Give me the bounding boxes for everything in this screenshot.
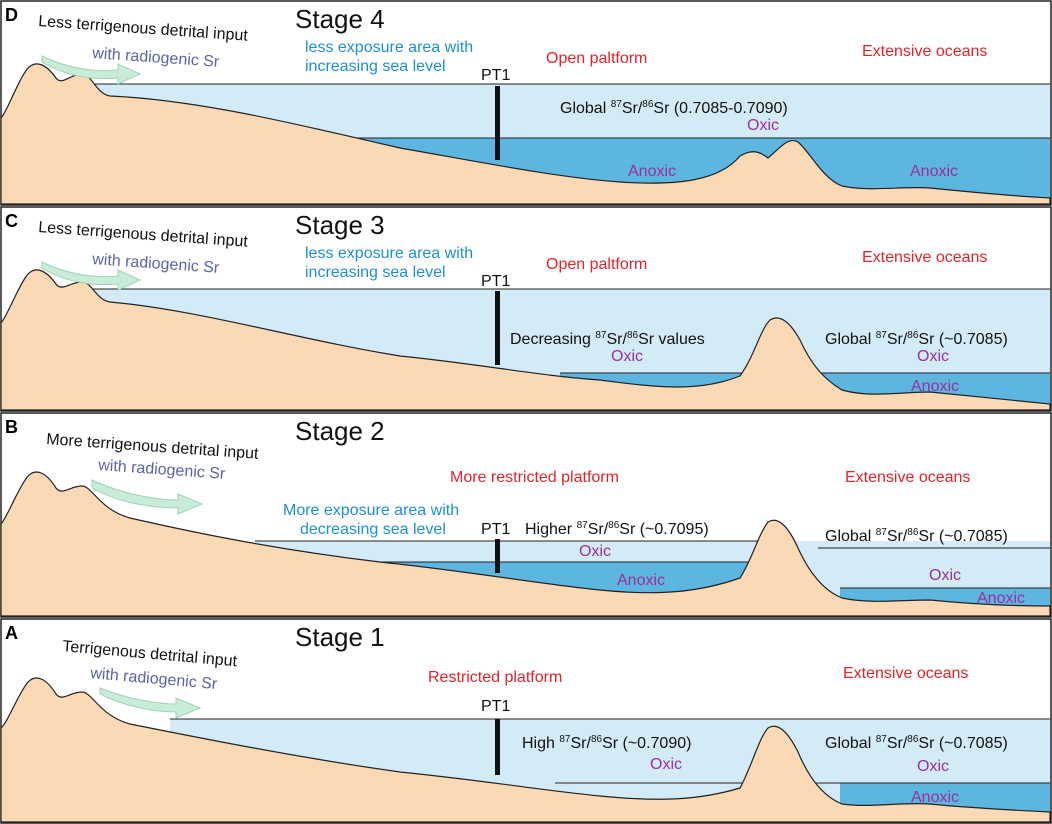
panel-a-ocean-label: Extensive oceans bbox=[843, 665, 968, 682]
panel-c-seafloor bbox=[0, 269, 1051, 411]
panel-b-sr-left-label: Higher 87Sr/86Sr (~0.7095) bbox=[525, 520, 709, 538]
panel-a-oxic-right-label: Oxic bbox=[917, 758, 949, 775]
panel-b-oxic-right-label: Oxic bbox=[929, 567, 961, 584]
pt1-section-marker bbox=[495, 291, 500, 365]
panel-c-oxic-left-label: Oxic bbox=[611, 348, 643, 365]
panel-c-anoxic-right-label: Anoxic bbox=[911, 378, 959, 395]
panel-a: A Stage 1 Terrigenous detrital input wit… bbox=[0, 618, 1052, 824]
panel-d-platform-label: Open paltform bbox=[546, 50, 647, 67]
panel-b-exposure-line2: decreasing sea level bbox=[300, 521, 446, 538]
panel-d-ocean-label: Extensive oceans bbox=[862, 43, 987, 60]
panel-c-ocean-label: Extensive oceans bbox=[862, 249, 987, 266]
panel-c-sr-left-label: Decreasing 87Sr/86Sr values bbox=[510, 330, 705, 348]
panel-a-anoxic-right-label: Anoxic bbox=[911, 789, 959, 806]
panel-d-exposure-line2: increasing sea level bbox=[305, 58, 446, 75]
panel-a-oxic-left-label: Oxic bbox=[650, 756, 682, 773]
panel-b-anoxic-right-label: Anoxic bbox=[977, 590, 1025, 607]
panel-d-pt-label: PT1 bbox=[481, 67, 510, 84]
panel-b-ocean-label: Extensive oceans bbox=[845, 469, 970, 486]
terrigenous-input-arrow bbox=[99, 687, 202, 719]
panel-d-anoxic-left-label: Anoxic bbox=[628, 163, 676, 180]
panel-b-pt-label: PT1 bbox=[481, 521, 510, 538]
terrigenous-input-arrow bbox=[41, 261, 142, 291]
terrigenous-input-arrow bbox=[41, 55, 142, 85]
panel-d-oxic-label: Oxic bbox=[747, 117, 779, 134]
panel-b-stage-title: Stage 2 bbox=[295, 416, 385, 446]
panel-c-exposure-line2: increasing sea level bbox=[305, 264, 446, 281]
panel-a-stage-title: Stage 1 bbox=[295, 622, 385, 652]
panel-a-seafloor bbox=[0, 677, 1051, 823]
panel-c-exposure-line1: less exposure area with bbox=[305, 245, 473, 262]
panel-d-exposure-line1: less exposure area with bbox=[305, 39, 473, 56]
panel-c-platform-label: Open paltform bbox=[546, 256, 647, 273]
panel-c-letter: C bbox=[5, 211, 18, 231]
panel-d-anoxic-right-label: Anoxic bbox=[910, 163, 958, 180]
panel-a-letter: A bbox=[5, 623, 18, 643]
panel-b-platform-label: More restricted platform bbox=[450, 469, 619, 486]
panel-c-sr-right-label: Global 87Sr/86Sr (~0.7085) bbox=[825, 330, 1008, 348]
panel-b-sr-right-label: Global 87Sr/86Sr (~0.7085) bbox=[825, 527, 1008, 545]
panel-a-pt-label: PT1 bbox=[481, 698, 510, 715]
panel-a-platform-label: Restricted platform bbox=[428, 669, 562, 686]
panel-a-sr-right-label: Global 87Sr/86Sr (~0.7085) bbox=[825, 734, 1008, 752]
panel-b-letter: B bbox=[5, 417, 18, 437]
panel-d-letter: D bbox=[5, 5, 18, 25]
panel-d-sr-label: Global 87Sr/86Sr (0.7085-0.7090) bbox=[560, 99, 788, 117]
pt1-section-marker bbox=[495, 539, 500, 573]
panel-c: C Stage 3 Less terrigenous detrital inpu… bbox=[0, 206, 1052, 412]
panel-a-sr-left-label: High 87Sr/86Sr (~0.7090) bbox=[522, 734, 691, 752]
panel-b-oxic-left-label: Oxic bbox=[579, 543, 611, 560]
panel-b: B Stage 2 More terrigenous detrital inpu… bbox=[0, 412, 1052, 618]
panel-d: D Stage 4 Less terrigenous detrital inpu… bbox=[0, 0, 1052, 206]
panel-b-seafloor bbox=[0, 471, 1051, 617]
pt1-section-marker bbox=[495, 719, 500, 775]
panel-c-oxic-right-label: Oxic bbox=[917, 348, 949, 365]
panel-d-stage-title: Stage 4 bbox=[295, 4, 385, 34]
panel-b-anoxic-left-label: Anoxic bbox=[617, 572, 665, 589]
panel-c-stage-title: Stage 3 bbox=[295, 210, 385, 240]
pt1-section-marker bbox=[495, 86, 500, 160]
terrigenous-input-arrow bbox=[91, 479, 204, 515]
panel-d-seafloor bbox=[0, 63, 1051, 205]
panel-c-pt-label: PT1 bbox=[481, 273, 510, 290]
panel-b-exposure-line1: More exposure area with bbox=[283, 502, 459, 519]
